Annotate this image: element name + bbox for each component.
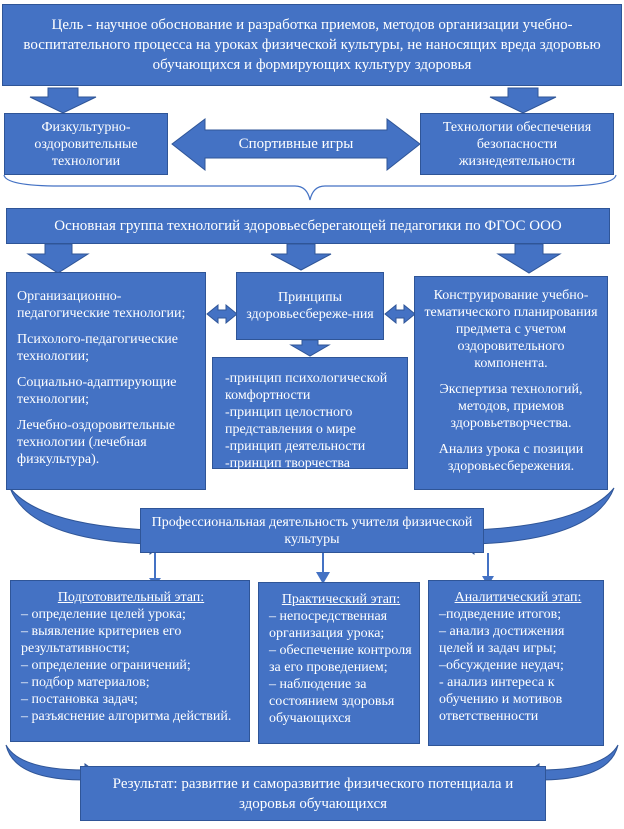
principles-title-box: Принципы здоровьесбереже-ния — [236, 272, 384, 340]
design-item: Экспертиза технологий, методов, приемов … — [439, 382, 583, 431]
physical-culture-tech-label: Физкультурно-оздоровительные технологии — [34, 119, 138, 169]
design-box: Конструирование учебно-тематического пла… — [414, 276, 608, 490]
tech-list-item: Организационно-педагогические технологии… — [17, 289, 186, 321]
stage-item: – обеспечение контроля за его проведение… — [269, 643, 412, 675]
main-group-box: Основная группа технологий здоровьесбере… — [6, 208, 610, 244]
goal-box: Цель - научное обоснование и разработка … — [2, 4, 622, 86]
result-box: Результат: развитие и саморазвитие физич… — [80, 766, 546, 821]
stage-title: Практический этап: — [281, 592, 401, 607]
brace-row1 — [3, 174, 617, 201]
double-arrow-principles-left — [206, 303, 238, 325]
arrow-down-main-left — [26, 243, 90, 274]
tech-list-item: Психолого-педагогические технологии; — [17, 332, 178, 364]
stage-analytical-box: Аналитический этап: –подведение итогов; … — [428, 580, 604, 746]
principles-title: Принципы здоровьесбереже-ния — [246, 290, 374, 322]
arrow-down-goal-left — [29, 87, 97, 114]
principle-item: -принцип психологической комфортности — [225, 371, 388, 403]
stage-preparatory-box: Подготовительный этап: – определение цел… — [10, 580, 250, 742]
physical-culture-tech-box: Физкультурно-оздоровительные технологии — [4, 113, 168, 175]
result-label: Результат: развитие и саморазвитие физич… — [112, 775, 514, 812]
stage-practical-box: Практический этап: – непосредственная ор… — [258, 582, 420, 744]
stage-item: – подбор материалов; — [21, 675, 150, 690]
stage-item: - анализ интереса к обучению и мотивов о… — [439, 675, 563, 724]
main-group-label: Основная группа технологий здоровьесбере… — [54, 217, 562, 234]
principle-item: -принцип творчества — [225, 456, 350, 471]
arrow-down-main-mid — [270, 243, 332, 271]
principles-list-box: -принцип психологической комфортности -п… — [212, 357, 408, 471]
safety-tech-label: Технологии обеспечения безопасности жизн… — [442, 119, 592, 169]
stage-item: – разъяснение алгоритма действий. — [21, 709, 232, 724]
arrow-down-main-right — [496, 243, 562, 274]
sports-games-label-wrap: Спортивные игры — [205, 130, 387, 158]
stage-title: Аналитический этап: — [454, 590, 582, 605]
tech-list-item: Социально-адаптирующие технологии; — [17, 375, 177, 407]
principle-item: -принцип деятельности — [225, 439, 366, 454]
stage-item: –подведение итогов; — [439, 607, 562, 622]
tech-list-box: Организационно-педагогические технологии… — [6, 272, 206, 490]
stage-item: – непосредственная организация урока; — [269, 609, 388, 641]
arrow-down-principles — [289, 339, 331, 357]
safety-tech-box: Технологии обеспечения безопасности жизн… — [420, 113, 614, 175]
stage-item: – определение ограничений; — [21, 658, 191, 673]
double-arrow-principles-right — [384, 303, 416, 325]
professional-box: Профессиональная деятельность учителя фи… — [140, 508, 484, 553]
goal-text: Цель - научное обоснование и разработка … — [23, 17, 601, 73]
professional-label: Профессиональная деятельность учителя фи… — [151, 514, 473, 547]
sports-games-label: Спортивные игры — [238, 135, 354, 152]
tech-list-item: Лечебно-оздоровительные технологии (лече… — [17, 418, 176, 467]
stage-item: – анализ достижения целей и задач игры; — [439, 624, 565, 656]
stage-item: – выявление критериев его результативнос… — [21, 624, 182, 656]
stage-item: – постановка задач; — [21, 692, 138, 707]
stage-item: – наблюдение за состоянием здоровья обуч… — [269, 677, 395, 726]
arrow-down-goal-right — [489, 87, 557, 114]
principle-item: -принцип целостного представления о мире — [225, 405, 356, 437]
stage-item: – определение целей урока; — [21, 607, 186, 622]
design-item: Анализ урока с позиции здоровьесбережени… — [438, 442, 584, 474]
stage-title: Подготовительный этап: — [57, 590, 205, 605]
arrowhead-stage-2 — [316, 572, 330, 584]
design-item: Конструирование учебно-тематического пла… — [424, 288, 598, 371]
stage-item: –обсуждение неудач; — [439, 658, 564, 673]
